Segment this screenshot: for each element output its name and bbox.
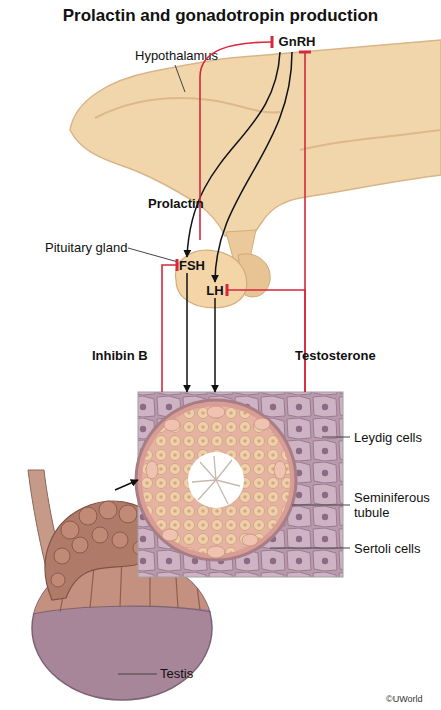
tubule-section: Leydig cellsSeminiferous tubuleSertoli c… xyxy=(138,392,343,577)
stimulation-arrow xyxy=(187,52,280,257)
stimulation-arrow xyxy=(214,298,216,392)
leader-line xyxy=(175,65,185,92)
tissue-section xyxy=(138,392,343,577)
node-text: Sertoli cells xyxy=(354,541,439,556)
node-text: Seminiferous tubule xyxy=(354,490,439,520)
edge-label: Prolactin xyxy=(148,196,204,211)
hormone-label: LH xyxy=(203,282,227,298)
diagram-title: Prolactin and gonadotropin production xyxy=(0,6,441,26)
pituitary-region: Pituitary glandFSHLH xyxy=(170,240,275,312)
node-text: FSH xyxy=(177,258,207,273)
hormone-label: FSH xyxy=(177,257,207,273)
edge-label: Testosterone xyxy=(295,348,376,363)
hormone-label: GnRH xyxy=(272,32,322,52)
node-text: GnRH xyxy=(272,34,322,49)
brain-fold xyxy=(300,130,441,150)
stimulation-arrow xyxy=(186,273,188,392)
brain-shape xyxy=(70,40,441,236)
testis-region: Testis xyxy=(15,490,230,705)
inhibition-line xyxy=(200,42,272,240)
anterior-pituitary xyxy=(176,250,247,308)
lumen xyxy=(188,452,244,508)
brain-fold xyxy=(95,98,280,118)
leader-line xyxy=(118,674,157,675)
stimulation-arrow xyxy=(215,52,292,282)
edge-label: Inhibin B xyxy=(92,348,148,363)
node-text: Pituitary gland xyxy=(45,240,160,255)
inhibition-line xyxy=(227,290,305,392)
leader-line xyxy=(292,505,350,506)
node-text: LH xyxy=(203,283,227,298)
copyright-note: ©UWorld xyxy=(386,694,422,704)
leader-line xyxy=(128,248,178,262)
stimulation-arrow xyxy=(115,480,138,490)
node-text: Hypothalamus xyxy=(135,48,235,63)
germ-cells xyxy=(142,406,290,554)
node-text: Testis xyxy=(160,666,220,681)
sperm-tails xyxy=(192,456,240,504)
leader-line xyxy=(322,437,350,438)
node-text: Leydig cells xyxy=(354,430,439,445)
testis-cut-edge xyxy=(33,606,211,614)
hypothalamus-region: Hypothalamus GnRH xyxy=(60,28,441,233)
inhibition-line xyxy=(304,52,306,392)
leader-line xyxy=(270,548,350,549)
inhibition-line xyxy=(162,265,177,392)
basement-membrane xyxy=(136,400,296,560)
